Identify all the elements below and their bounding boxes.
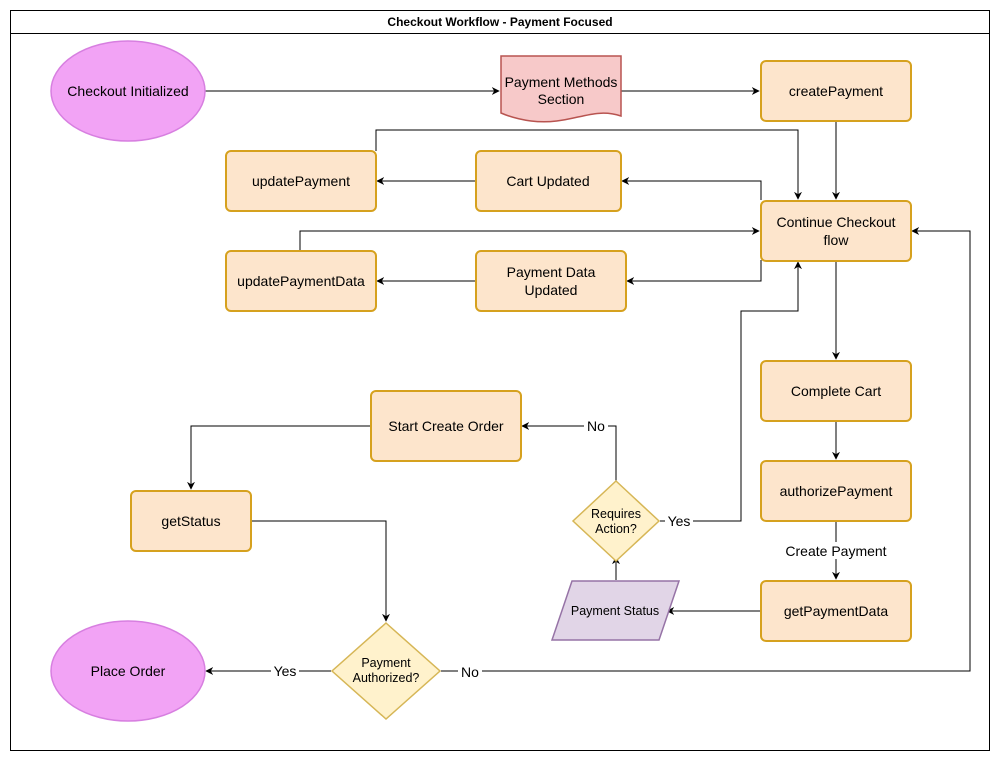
create-payment-label: createPayment — [789, 83, 883, 99]
requires-action-label-2: Action? — [595, 522, 637, 536]
edge-labels: No Yes Create Payment Yes No — [271, 418, 894, 680]
node-start-create-order: Start Create Order — [370, 390, 522, 462]
edge-update-payment-to-continue — [375, 129, 802, 200]
edge-label-authorized-yes: Yes — [274, 663, 297, 679]
update-payment-data-label: updatePaymentData — [237, 273, 365, 289]
edge-label-requires-action-yes: Yes — [668, 513, 691, 529]
payment-authorized-label-2: Authorized? — [353, 671, 420, 685]
node-update-payment-data: updatePaymentData — [225, 250, 377, 312]
edge-update-data-to-continue — [299, 227, 760, 251]
cart-updated-label: Cart Updated — [506, 173, 589, 189]
node-payment-status: Payment Status — [550, 580, 681, 641]
requires-action-label-1: Requires — [591, 507, 641, 521]
node-place-order: Place Order — [50, 620, 206, 722]
node-create-payment: createPayment — [760, 60, 912, 122]
complete-cart-label: Complete Cart — [791, 383, 881, 399]
edge-label-authorized-no: No — [461, 664, 479, 680]
edge-requires-action-yes — [660, 261, 802, 522]
edge-label-create-payment: Create Payment — [785, 543, 886, 559]
node-checkout-initialized: Checkout Initialized — [50, 40, 206, 142]
node-authorize-payment: authorizePayment — [760, 460, 912, 522]
node-get-status: getStatus — [130, 490, 252, 552]
checkout-initialized-label: Checkout Initialized — [67, 83, 188, 99]
node-requires-action: Requires Action? — [571, 479, 661, 563]
authorize-payment-label: authorizePayment — [780, 483, 893, 499]
continue-checkout-label-1: Continue Checkout — [776, 214, 895, 230]
edge-get-status-to-authorized — [251, 520, 390, 622]
diagram-title: Checkout Workflow - Payment Focused — [387, 15, 612, 29]
payment-methods-label-2: Section — [538, 91, 585, 107]
payment-data-updated-label-1: Payment Data — [507, 264, 596, 280]
continue-checkout-label-2: flow — [824, 232, 850, 248]
node-payment-data-updated: Payment Data Updated — [475, 250, 627, 312]
node-payment-methods-section: Payment Methods Section — [500, 55, 622, 123]
edge-authorized-no — [441, 227, 971, 672]
payment-data-updated-label-2: Updated — [525, 282, 578, 298]
payment-authorized-label-1: Payment — [361, 656, 411, 670]
edge-label-requires-action-no: No — [587, 418, 605, 434]
node-continue-checkout-flow: Continue Checkout flow — [760, 200, 912, 262]
edge-continue-to-data-updated — [626, 260, 762, 285]
node-get-payment-data: getPaymentData — [760, 580, 912, 642]
node-cart-updated: Cart Updated — [475, 150, 622, 212]
edge-requires-action-no — [521, 422, 617, 481]
update-payment-label: updatePayment — [252, 173, 350, 189]
place-order-label: Place Order — [91, 663, 166, 679]
edges — [187, 87, 971, 675]
node-payment-authorized: Payment Authorized? — [330, 621, 442, 721]
node-complete-cart: Complete Cart — [760, 360, 912, 422]
edge-start-order-to-get-status — [187, 425, 370, 490]
get-payment-data-label: getPaymentData — [784, 603, 888, 619]
node-update-payment: updatePayment — [225, 150, 377, 212]
start-create-order-label: Start Create Order — [388, 418, 503, 434]
payment-methods-label-1: Payment Methods — [505, 74, 618, 90]
payment-status-label: Payment Status — [571, 604, 659, 618]
edge-continue-to-cart-updated — [621, 177, 762, 200]
get-status-label: getStatus — [161, 513, 220, 529]
